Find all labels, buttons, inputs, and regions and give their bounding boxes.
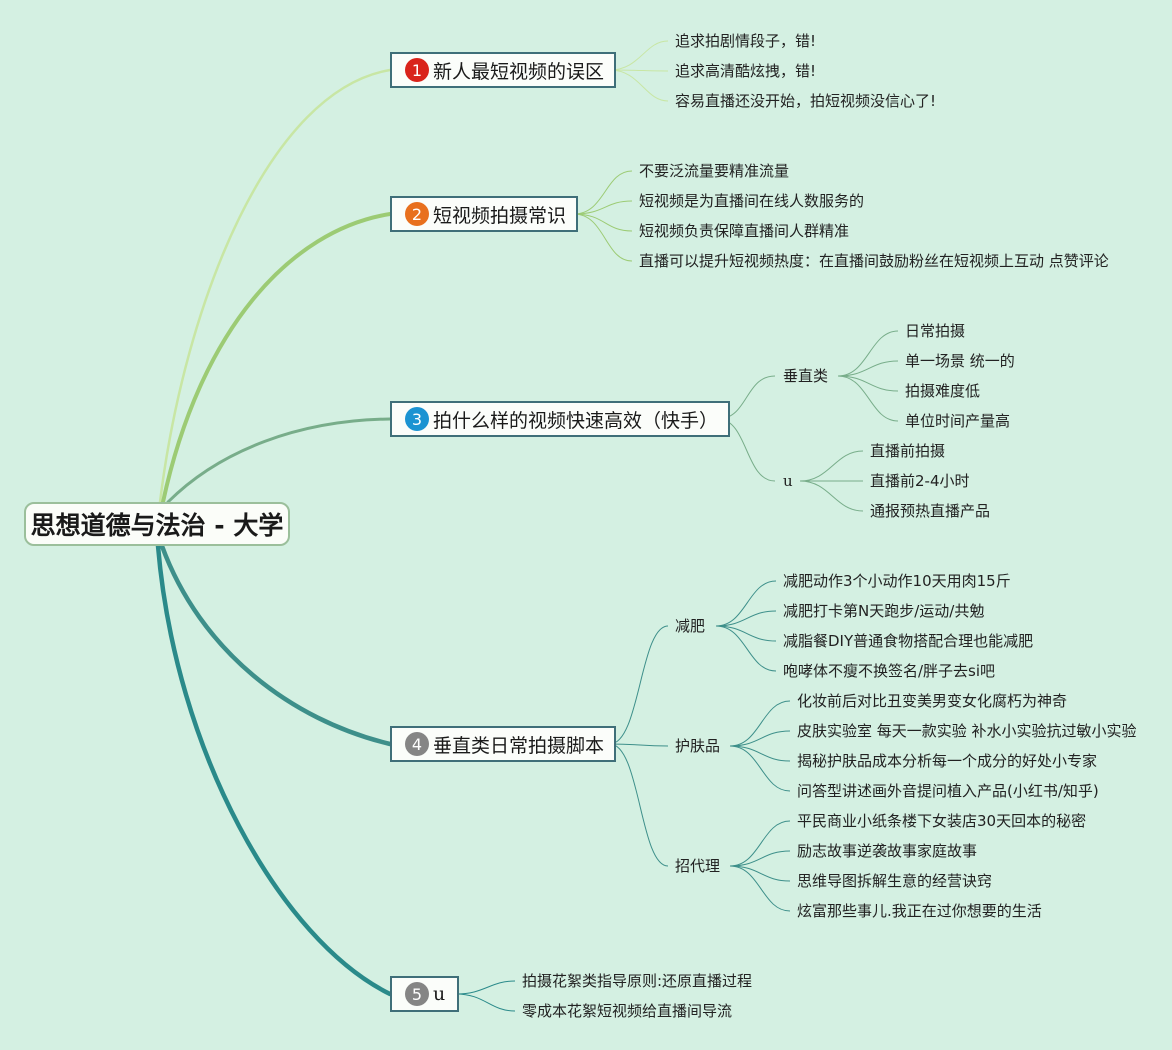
topic-3[interactable]: 3 拍什么样的视频快速高效（快手） [390,401,731,437]
topic-2-title: 短视频拍摄常识 [433,204,567,227]
number-badge-1: 1 [405,58,429,82]
topic-5-item-1[interactable]: 拍摄花絮类指导原则:还原直播过程 [522,972,753,990]
topic-4-group-3-item-2[interactable]: 励志故事逆袭故事家庭故事 [797,842,978,860]
topic-3-group-1-item-4[interactable]: 单位时间产量高 [905,412,1011,430]
topic-5-item-2[interactable]: 零成本花絮短视频给直播间导流 [522,1002,733,1020]
topic-2-item-3[interactable]: 短视频负责保障直播间人群精准 [639,222,850,240]
topic-4-group-1-item-4[interactable]: 咆哮体不瘦不换签名/胖子去si吧 [783,662,996,680]
topic-4-group-1[interactable]: 减肥 [675,617,706,635]
topic-1-item-1[interactable]: 追求拍剧情段子，错! [675,32,817,50]
topic-5[interactable]: 5 u [390,976,460,1012]
topic-3-group-1-item-2[interactable]: 单一场景 统一的 [905,352,1015,370]
number-badge-5: 5 [405,982,429,1006]
topic-3-group-2-item-1[interactable]: 直播前拍摄 [870,442,946,460]
topic-1-title: 新人最短视频的误区 [433,60,605,83]
topic-2-item-4[interactable]: 直播可以提升短视频热度：在直播间鼓励粉丝在短视频上互动 点赞评论 [639,252,1109,270]
topic-1-item-2[interactable]: 追求高清酷炫拽，错! [675,62,817,80]
topic-4-group-1-item-3[interactable]: 减脂餐DIY普通食物搭配合理也能减肥 [783,632,1034,650]
topic-4[interactable]: 4 垂直类日常拍摄脚本 [390,726,617,762]
topic-2[interactable]: 2 短视频拍摄常识 [390,196,579,232]
topic-4-group-3[interactable]: 招代理 [675,857,721,875]
topic-4-group-1-item-2[interactable]: 减肥打卡第N天跑步/运动/共勉 [783,602,985,620]
topic-4-group-3-item-1[interactable]: 平民商业小纸条楼下女装店30天回本的秘密 [797,812,1087,830]
topic-3-group-1-item-1[interactable]: 日常拍摄 [905,322,966,340]
topic-4-group-3-item-3[interactable]: 思维导图拆解生意的经营诀窍 [797,872,993,890]
topic-3-group-1-item-3[interactable]: 拍摄难度低 [905,382,981,400]
topic-4-group-2-item-1[interactable]: 化妆前后对比丑变美男变女化腐朽为神奇 [797,692,1068,710]
central-topic[interactable]: 思想道德与法治 - 大学 [24,502,290,546]
topic-4-group-2-item-4[interactable]: 问答型讲述画外音提问植入产品(小红书/知乎) [797,782,1099,800]
topic-4-group-1-item-1[interactable]: 减肥动作3个小动作10天用肉15斤 [783,572,1011,590]
topic-1[interactable]: 1 新人最短视频的误区 [390,52,617,88]
number-badge-3: 3 [405,407,429,431]
topic-3-group-2[interactable]: u [783,472,793,490]
topic-3-group-1[interactable]: 垂直类 [783,367,829,385]
topic-3-title: 拍什么样的视频快速高效（快手） [433,409,719,432]
topic-4-group-3-item-4[interactable]: 炫富那些事儿.我正在过你想要的生活 [797,902,1042,920]
topic-3-group-2-item-2[interactable]: 直播前2-4小时 [870,472,970,490]
topic-1-item-3[interactable]: 容易直播还没开始，拍短视频没信心了! [675,92,937,110]
topic-5-title: u [433,983,446,1005]
topic-3-group-2-item-3[interactable]: 通报预热直播产品 [870,502,991,520]
topic-4-title: 垂直类日常拍摄脚本 [433,734,605,757]
topic-2-item-2[interactable]: 短视频是为直播间在线人数服务的 [639,192,865,210]
number-badge-2: 2 [405,202,429,226]
topic-4-group-2-item-2[interactable]: 皮肤实验室 每天一款实验 补水小实验抗过敏小实验 [797,722,1137,740]
topic-2-item-1[interactable]: 不要泛流量要精准流量 [639,162,790,180]
number-badge-4: 4 [405,732,429,756]
topic-4-group-2[interactable]: 护肤品 [675,737,721,755]
topic-4-group-2-item-3[interactable]: 揭秘护肤品成本分析每一个成分的好处小专家 [797,752,1098,770]
